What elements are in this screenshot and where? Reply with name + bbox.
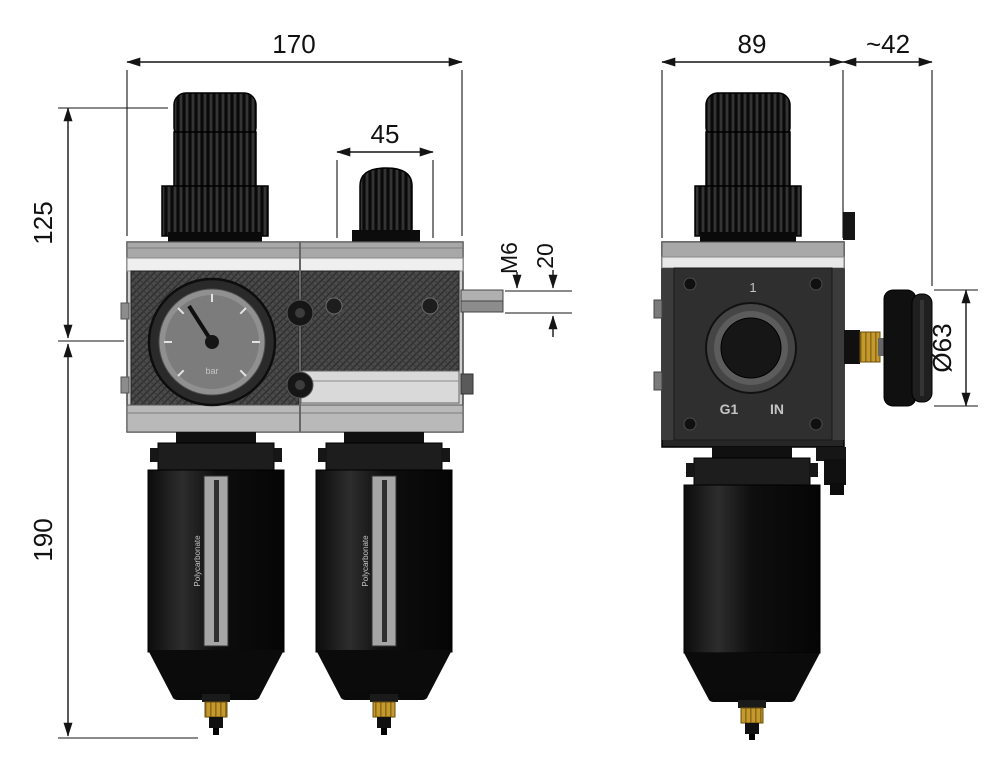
dim-gauge-diameter: Ø63	[927, 289, 978, 407]
regulator-knob-side	[694, 92, 855, 242]
port-thread-label: G1	[720, 401, 739, 417]
dim-bowl-height: 190	[28, 343, 198, 739]
panel-screw-left	[325, 297, 343, 315]
lubricator-bowl: Polycarbonate	[315, 432, 453, 735]
dim-gauge-depth: ~42	[842, 29, 933, 286]
front-body-block	[120, 241, 504, 433]
side-bowl	[683, 447, 846, 740]
dim-label-190: 190	[28, 518, 58, 561]
port-flow-label: IN	[770, 401, 784, 417]
dim-side-body-width: 89	[661, 29, 844, 238]
bowl-latch	[816, 447, 846, 461]
drain-valve	[370, 694, 398, 735]
port-number-label: 1	[749, 280, 756, 295]
oil-adjust-knob	[352, 167, 420, 242]
dim-knob-width: 45	[336, 119, 434, 238]
dim-label-20: 20	[532, 243, 558, 269]
front-view: bar Polycarbonate	[120, 92, 504, 735]
filter-bowl: Polycarbonate	[147, 432, 285, 735]
m6-port	[460, 289, 504, 302]
pressure-gauge: bar	[147, 277, 277, 407]
gauge-brass-fitting	[859, 331, 881, 363]
gauge-unit-label: bar	[205, 366, 218, 376]
dim-label-m6: M6	[496, 242, 522, 274]
dim-upper-height: 125	[28, 107, 168, 342]
gauge-case-side	[883, 289, 917, 407]
dim-label-89: 89	[738, 29, 767, 59]
drain-valve	[202, 694, 230, 735]
dim-label-125: 125	[28, 201, 58, 244]
dim-label-45: 45	[371, 119, 400, 149]
dim-label-42: ~42	[866, 29, 910, 59]
gauge-side-assembly	[844, 289, 933, 407]
regulator-knob	[161, 92, 269, 242]
dim-total-width: 170	[126, 29, 463, 236]
dim-label-63: Ø63	[927, 323, 957, 372]
gauge-needle	[187, 304, 214, 344]
bowl-material-label: Polycarbonate	[361, 535, 370, 587]
panel-screw-right	[421, 297, 439, 315]
side-view: 1 G1 IN	[653, 92, 933, 740]
drain-valve	[738, 700, 766, 740]
side-body-block: 1 G1 IN	[653, 241, 845, 448]
dimensions: 170 45 M6 20 125	[28, 29, 978, 739]
dim-label-170: 170	[272, 29, 315, 59]
dim-port-thread: M6 20	[496, 242, 572, 337]
bowl-material-label: Polycarbonate	[193, 535, 202, 587]
